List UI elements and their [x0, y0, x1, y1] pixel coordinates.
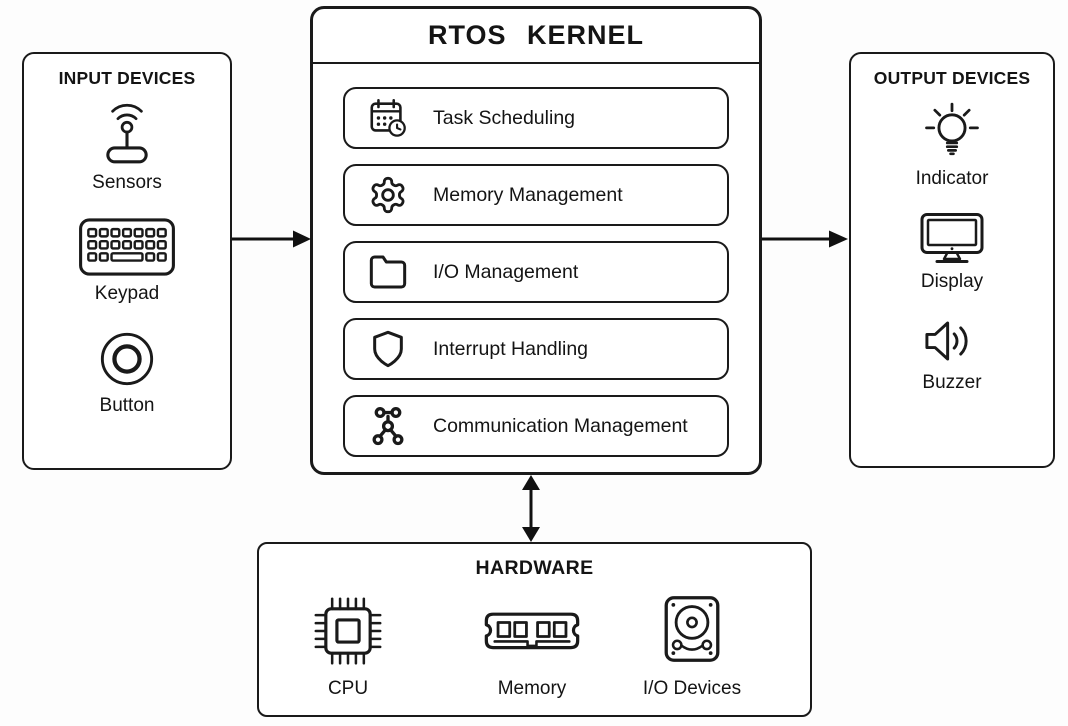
keypad-icon	[77, 218, 177, 276]
device-indicator: Indicator	[915, 97, 989, 190]
wireless-sensor-icon	[99, 99, 155, 165]
kernel-module-label: Memory Management	[433, 183, 623, 206]
ram-module-icon	[483, 607, 581, 657]
kernel-module-communication-management: Communication Management	[343, 395, 729, 457]
light-bulb-icon	[921, 97, 983, 161]
kernel-module-io-management: I/O Management	[343, 241, 729, 303]
hardware-title: HARDWARE	[475, 557, 594, 579]
kernel-module-label: Communication Management	[433, 414, 688, 437]
folder-icon	[366, 252, 410, 292]
device-label: Buzzer	[922, 372, 982, 393]
rtos-kernel-title: RTOS KERNEL	[313, 9, 759, 64]
hardware-panel: HARDWARE CPU	[257, 542, 812, 717]
device-keypad: Keypad	[77, 218, 177, 305]
shield-icon	[366, 329, 410, 369]
hardware-item-cpu: CPU	[289, 593, 407, 700]
input-to-kernel-arrow	[232, 230, 311, 248]
kernel-module-label: I/O Management	[433, 260, 579, 283]
kernel-module-interrupt-handling: Interrupt Handling	[343, 318, 729, 380]
hardware-item-io-devices: I/O Devices	[617, 595, 767, 700]
output-devices-title: OUTPUT DEVICES	[873, 68, 1031, 88]
kernel-module-label: Task Scheduling	[433, 106, 576, 129]
speaker-icon	[922, 317, 982, 365]
gear-icon	[366, 175, 410, 215]
device-label: Display	[920, 271, 984, 292]
hard-drive-icon	[663, 595, 721, 663]
kernel-module-task-scheduling: Task Scheduling	[343, 87, 729, 149]
kernel-to-output-arrow	[762, 230, 848, 248]
device-buzzer: Buzzer	[922, 317, 982, 394]
device-button: Button	[98, 330, 156, 417]
device-display: Display	[920, 212, 984, 293]
hardware-item-label: Memory	[497, 678, 567, 699]
calendar-clock-icon	[366, 97, 410, 139]
output-devices-panel: OUTPUT DEVICES	[849, 52, 1055, 468]
hardware-item-label: I/O Devices	[642, 678, 742, 699]
kernel-module-memory-management: Memory Management	[343, 164, 729, 226]
monitor-icon	[920, 212, 984, 264]
device-label: Sensors	[92, 172, 162, 193]
device-label: Indicator	[915, 168, 989, 189]
rtos-kernel-panel: RTOS KERNEL	[310, 6, 762, 475]
network-nodes-icon	[366, 405, 410, 447]
device-sensors: Sensors	[92, 99, 162, 194]
device-label: Keypad	[94, 283, 160, 304]
hardware-item-memory: Memory	[465, 607, 599, 700]
device-label: Button	[99, 395, 155, 416]
kernel-module-label: Interrupt Handling	[433, 337, 589, 360]
cpu-chip-icon	[310, 593, 386, 669]
kernel-hardware-arrow	[522, 475, 540, 542]
input-devices-panel: INPUT DEVICES Sensors	[22, 52, 232, 470]
hardware-item-label: CPU	[327, 678, 369, 699]
input-devices-title: INPUT DEVICES	[58, 68, 196, 88]
push-button-icon	[98, 330, 156, 388]
kernel-modules: Task Scheduling Memory Management I	[313, 64, 759, 457]
